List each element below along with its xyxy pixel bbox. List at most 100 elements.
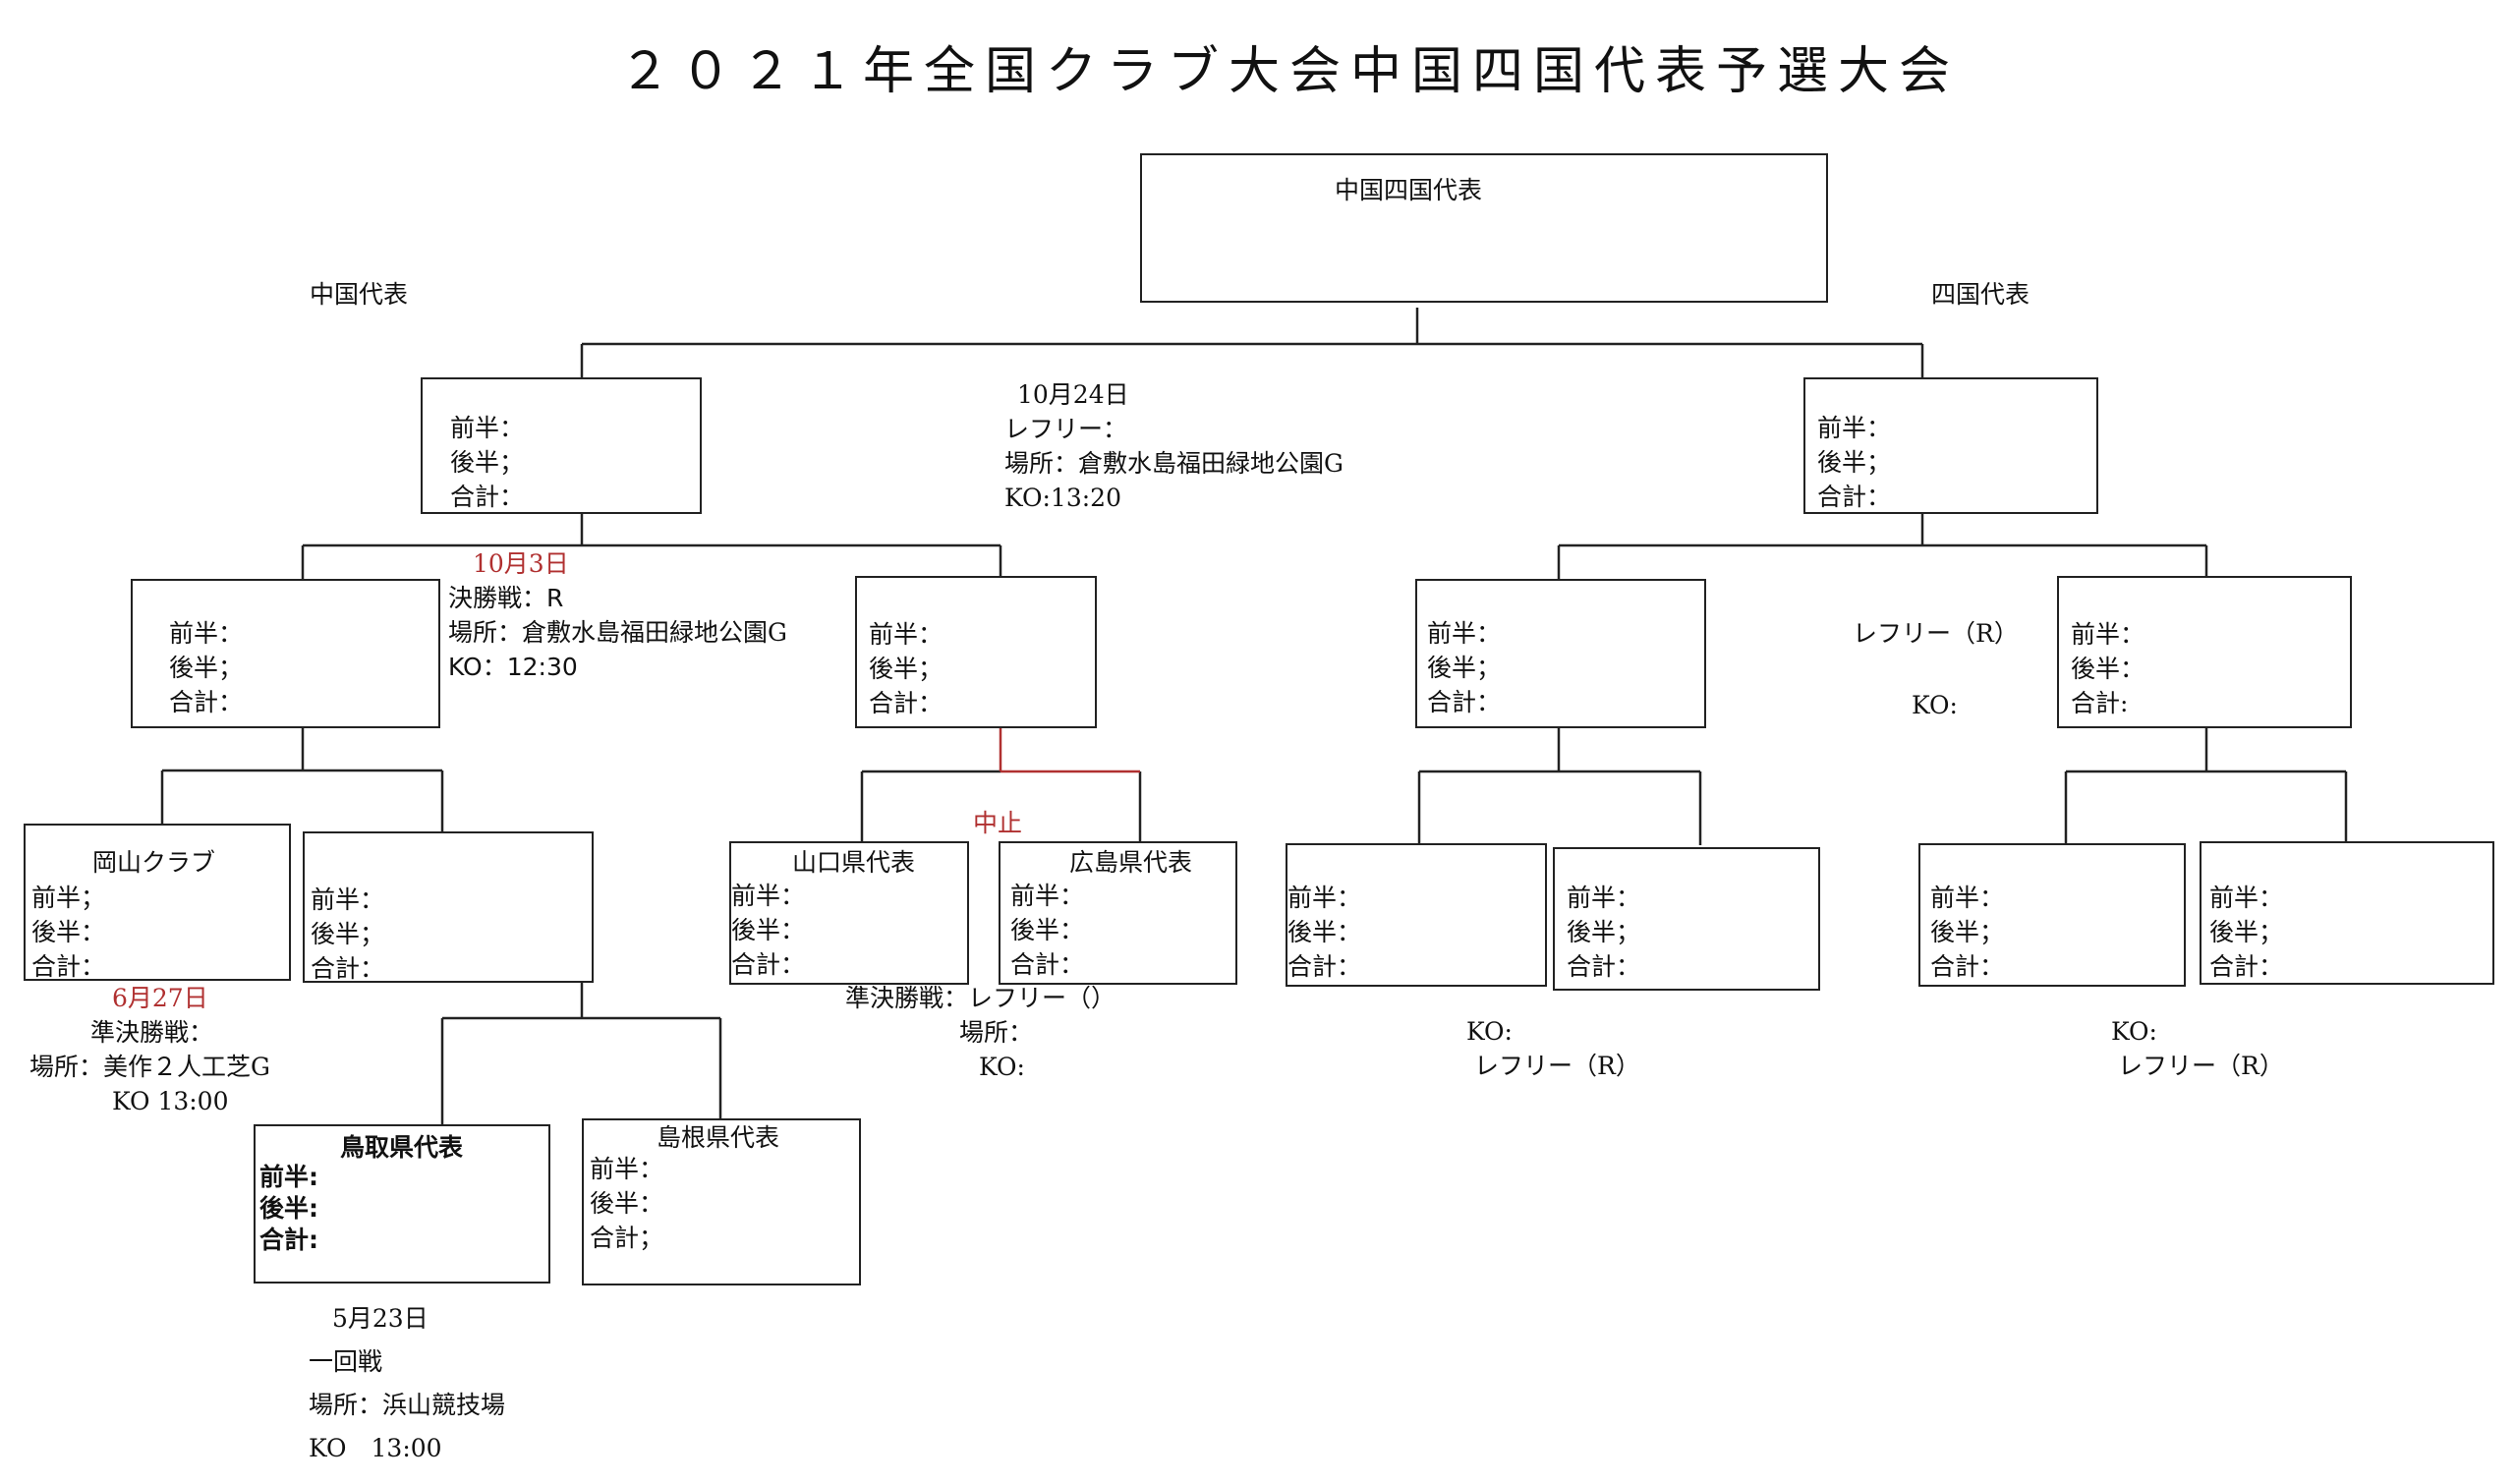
team-name-tottori: 鳥取県代表 (340, 1133, 464, 1162)
first-half-label: 前半： (2209, 884, 2284, 912)
cancelled-label: 中止 (973, 809, 1023, 837)
first-half-label: 前半： (1287, 884, 1362, 912)
shikoku-semi-left-referee: レフリー（R） (1474, 1052, 1640, 1080)
total-label: 合計： (869, 689, 944, 717)
first-half-label: 前半： (2071, 620, 2145, 649)
total-label: 合計: (2071, 689, 2129, 717)
first-half-label: 前半： (1567, 884, 1641, 912)
semi-okayama-venue: 場所：美作２人工芝G (29, 1053, 270, 1081)
shikoku-team-box-3: 前半： 後半； 合計： (1918, 843, 2186, 987)
total-label: 合計： (450, 483, 525, 511)
shikoku-semi-left-kickoff: KO: (1466, 1017, 1513, 1046)
total-label: 合計： (2209, 952, 2284, 981)
total-label: 合計： (1930, 952, 2005, 981)
second-half-label: 後半； (1930, 918, 2005, 946)
final-match-info: 10月24日 レフリー： 場所：倉敷水島福田緑地公園G KO:13:20 (1004, 377, 1344, 515)
second-half-label: 後半： (1010, 916, 1085, 944)
first-half-label: 前半： (1817, 414, 1892, 442)
team-box-hiroshima: 広島県代表 前半： 後半： 合計： (999, 841, 1237, 985)
team-name-okayama: 岡山クラブ (92, 848, 216, 877)
semi-yamahiro-round: 準決勝戦：レフリー（） (845, 984, 1116, 1012)
second-half-label: 後半: (259, 1194, 318, 1223)
second-half-label: 後半； (169, 654, 244, 682)
shikoku-semi-right-kickoff: KO: (2111, 1017, 2157, 1046)
first-round-info: 5月23日 一回戦 場所：浜山競技場 KO 13:00 (309, 1297, 505, 1470)
shikoku-label: 四国代表 (1931, 280, 2030, 309)
first-half-label: 前半: (259, 1163, 318, 1191)
team-box-yamaguchi: 山口県代表 前半： 後半： 合計： (729, 841, 969, 985)
total-label: 合計： (31, 952, 106, 981)
shikoku-semi-right-box: 前半： 後半： 合計: (2057, 576, 2352, 728)
chugoku-final-round: 決勝戦：R (448, 584, 564, 612)
chugoku-final-venue: 場所：倉敷水島福田緑地公園G (448, 618, 787, 647)
shikoku-semi-right-referee: レフリー（R） (2118, 1052, 2284, 1080)
second-half-label: 後半； (311, 920, 385, 948)
semi-yamahiro-info: 準決勝戦：レフリー（） 場所： KO: (845, 981, 1115, 1084)
first-round-winner-box: 前半： 後半； 合計： (303, 831, 594, 983)
semi-yamahiro-venue: 場所： (959, 1018, 1034, 1047)
shikoku-final-referee: レフリー（R） (1853, 619, 2019, 648)
second-half-label: 後半； (1817, 448, 1892, 477)
total-label: 合計： (1010, 950, 1085, 979)
total-label: 合計： (1817, 483, 1892, 511)
total-label: 合計： (731, 950, 806, 979)
chugoku-label: 中国代表 (310, 280, 409, 309)
shikoku-team-box-1: 前半： 後半： 合計： (1286, 843, 1547, 987)
first-half-label: 前半： (311, 885, 385, 914)
first-round-venue: 場所：浜山競技場 (309, 1391, 506, 1419)
final-box-label: 中国四国代表 (1335, 176, 1483, 204)
team-name-yamaguchi: 山口県代表 (792, 848, 916, 877)
chugoku-semi-left-box: 前半： 後半； 合計： (131, 579, 440, 728)
second-half-label: 後半： (31, 918, 106, 946)
chugoku-semi-right-box: 前半： 後半； 合計： (855, 576, 1097, 728)
total-label: 合計； (590, 1224, 664, 1252)
total-label: 合計： (1427, 688, 1502, 716)
total-label: 合計: (259, 1226, 318, 1254)
team-box-shimane: 島根県代表 前半： 後半： 合計； (582, 1118, 861, 1285)
team-box-okayama: 岡山クラブ 前半； 後半： 合計： (24, 824, 291, 981)
semi-yamahiro-kickoff: KO: (979, 1053, 1025, 1081)
second-half-label: 後半； (1427, 654, 1502, 682)
team-box-tottori: 鳥取県代表 前半: 後半: 合計: (254, 1124, 550, 1284)
shikoku-team-box-4: 前半： 後半； 合計： (2200, 841, 2494, 985)
first-half-label: 前半： (869, 620, 944, 649)
first-half-label: 前半； (31, 884, 106, 912)
second-half-label: 後半； (450, 448, 525, 477)
final-venue: 場所：倉敷水島福田緑地公園G (1004, 449, 1344, 478)
first-round-name: 一回戦 (309, 1347, 383, 1376)
second-half-label: 後半： (1287, 918, 1362, 946)
shikoku-final-box: 前半： 後半； 合計： (1803, 377, 2098, 514)
semi-okayama-round: 準決勝戦： (90, 1018, 214, 1047)
second-half-label: 後半： (590, 1189, 664, 1218)
chugoku-final-kickoff: KO：12:30 (448, 653, 578, 681)
final-referee: レフリー： (1004, 415, 1128, 443)
semi-okayama-kickoff: KO 13:00 (112, 1087, 229, 1115)
shikoku-team-box-2: 前半： 後半； 合計： (1553, 847, 1820, 991)
shikoku-semi-left-box: 前半： 後半； 合計： (1415, 579, 1706, 728)
second-half-label: 後半： (2071, 655, 2145, 683)
second-half-label: 後半； (2209, 918, 2284, 946)
first-half-label: 前半： (590, 1155, 664, 1183)
first-round-kickoff: KO 13:00 (309, 1434, 442, 1462)
first-half-label: 前半： (1930, 884, 2005, 912)
final-kickoff: KO:13:20 (1004, 484, 1121, 512)
first-half-label: 前半： (1010, 882, 1085, 910)
chugoku-final-date: 10月3日 (473, 549, 569, 578)
total-label: 合計： (169, 688, 244, 716)
chugoku-final-box: 前半： 後半； 合計： (421, 377, 702, 514)
first-half-label: 前半： (169, 619, 244, 648)
second-half-label: 後半； (869, 655, 944, 683)
second-half-label: 後半： (731, 916, 806, 944)
first-round-date: 5月23日 (332, 1304, 429, 1333)
first-half-label: 前半： (731, 882, 806, 910)
chugoku-final-info: 10月3日 決勝戦：R 場所：倉敷水島福田緑地公園G KO：12:30 (448, 546, 787, 684)
semi-okayama-date: 6月27日 (112, 984, 208, 1012)
shikoku-final-kickoff: KO: (1912, 691, 1958, 719)
page-title: ２０２１年全国クラブ大会中国四国代表予選大会 (619, 42, 1961, 101)
team-name-shimane: 島根県代表 (657, 1123, 780, 1152)
total-label: 合計： (311, 954, 385, 983)
total-label: 合計： (1287, 952, 1362, 981)
second-half-label: 後半； (1567, 918, 1641, 946)
final-date: 10月24日 (1017, 380, 1129, 409)
